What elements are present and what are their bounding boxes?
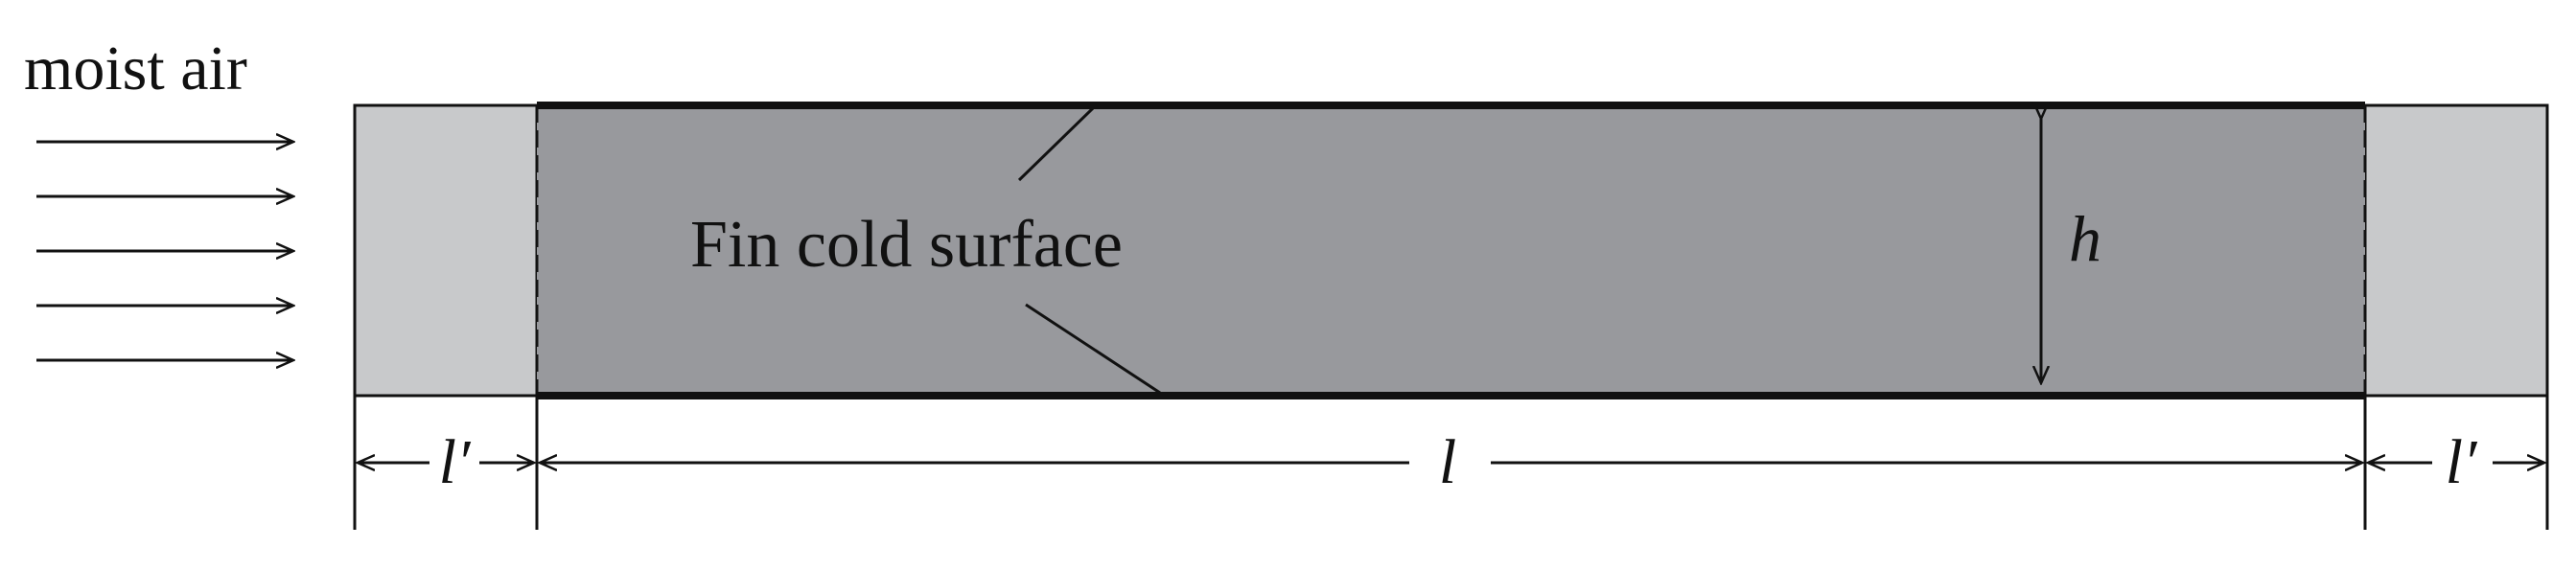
flow-arrows [36,142,293,360]
length-label: l [1439,427,1456,497]
entry-region [353,103,539,398]
leader-line-lower [1025,303,1161,395]
flow-label: moist air [24,34,247,103]
surface-label: Fin cold surface [690,208,1123,282]
leader-line-upper [1017,106,1095,182]
entry-length-label: l′ [439,427,472,497]
exit-region [2363,103,2549,398]
fin-cold-surface [537,105,2365,396]
exit-length-label: l′ [2446,427,2478,497]
height-label: h [2069,202,2101,275]
